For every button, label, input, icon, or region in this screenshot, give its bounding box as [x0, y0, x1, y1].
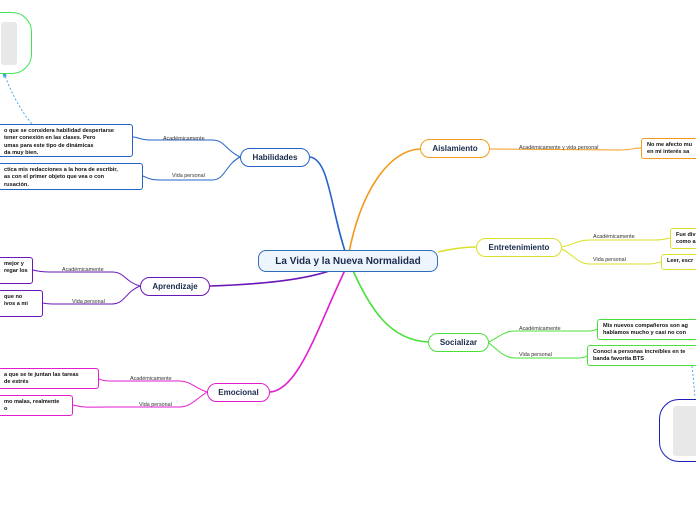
label-emocional-academicamente: Académicamente — [130, 376, 172, 382]
topic-entretenimiento[interactable]: Entretenimiento — [476, 238, 562, 257]
label-socializar-academicamente: Académicamente — [519, 326, 561, 332]
label-aprendizaje-vida-personal: Vida personal — [72, 299, 105, 305]
note-habilidades-academicamente[interactable]: o que se considera habilidad despertarse… — [0, 124, 133, 157]
note-habilidades-vida-personal[interactable]: ctica mis redacciones a la hora de escri… — [0, 163, 143, 190]
label-aislamiento: Académicamente y vida personal — [519, 145, 598, 151]
note-entretenimiento-vida-personal[interactable]: Leer, escr — [661, 254, 696, 270]
topic-emocional[interactable]: Emocional — [207, 383, 270, 402]
label-aprendizaje-academicamente: Académicamente — [62, 267, 104, 273]
image-placeholder — [673, 406, 696, 456]
topic-aprendizaje[interactable]: Aprendizaje — [140, 277, 210, 296]
note-emocional-academicamente[interactable]: a que se te juntan las tareas de estrés — [0, 368, 99, 389]
floating-topic-bottom-right[interactable] — [659, 399, 696, 462]
topic-socializar[interactable]: Socializar — [428, 333, 489, 352]
topic-aislamiento[interactable]: Aislamiento — [420, 139, 490, 158]
label-habilidades-vida-personal: Vida personal — [172, 173, 205, 179]
note-socializar-academicamente[interactable]: Mis nuevos compañeros son ag hablamos mu… — [597, 319, 696, 340]
image-placeholder — [1, 22, 17, 65]
label-entretenimiento-vida-personal: Vida personal — [593, 257, 626, 263]
label-habilidades-academicamente: Académicamente — [163, 136, 205, 142]
label-emocional-vida-personal: Vida personal — [139, 402, 172, 408]
note-aprendizaje-vida-personal[interactable]: que no ivos a mi — [0, 290, 43, 317]
note-aprendizaje-academicamente[interactable]: mejor y regar los — [0, 257, 33, 284]
note-emocional-vida-personal[interactable]: mo malas, realmente o — [0, 395, 73, 416]
label-socializar-vida-personal: Vida personal — [519, 352, 552, 358]
topic-habilidades[interactable]: Habilidades — [240, 148, 310, 167]
central-topic[interactable]: La Vida y la Nueva Normalidad — [258, 250, 438, 272]
note-entretenimiento-academicamente[interactable]: Fue div como a — [670, 228, 696, 249]
label-entretenimiento-academicamente: Académicamente — [593, 234, 635, 240]
note-aislamiento[interactable]: No me afecto mu en mi interés sa — [641, 138, 696, 159]
floating-topic-top-left[interactable] — [0, 12, 32, 74]
note-socializar-vida-personal[interactable]: Conocí a personas increíbles en te banda… — [587, 345, 696, 366]
